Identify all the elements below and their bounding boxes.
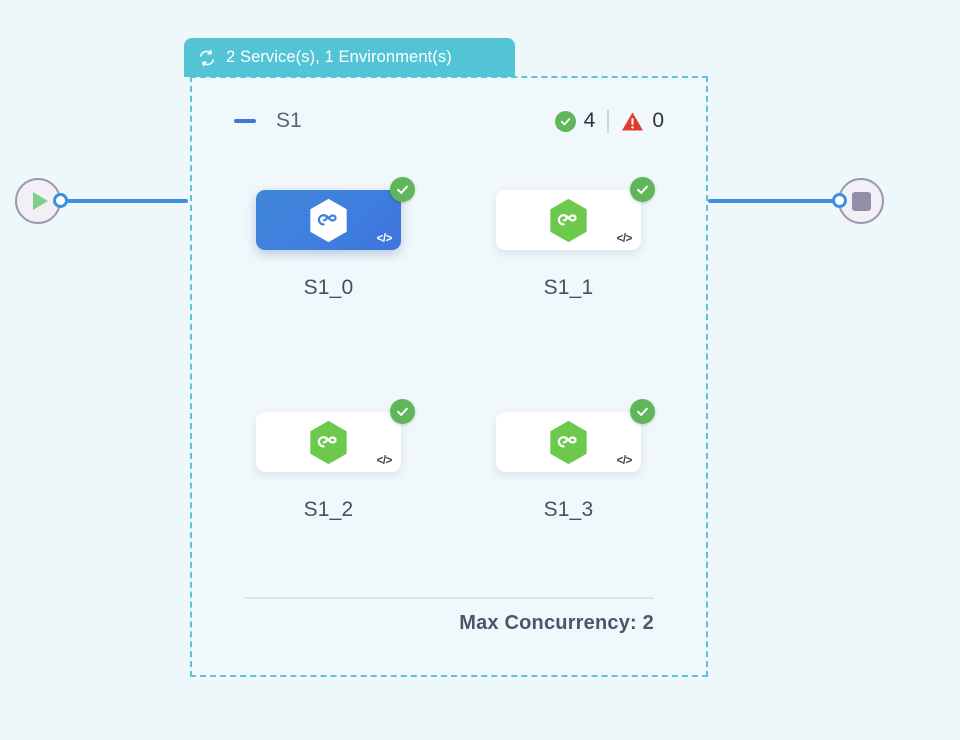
- service-card-cell: </> S1_1: [496, 177, 655, 300]
- status-counters: 4 0: [554, 109, 664, 133]
- service-card-cell: </> S1_3: [496, 399, 655, 522]
- check-circle-icon: [390, 399, 415, 424]
- group-footer-divider: [244, 597, 654, 599]
- service-card-label: S1_3: [543, 498, 594, 521]
- loop-refresh-icon: [197, 48, 217, 68]
- service-card-s1-0[interactable]: </>: [256, 177, 415, 250]
- connector-group-to-stop: [708, 199, 842, 203]
- service-card-cell: </> S1_0: [256, 177, 415, 300]
- code-brackets-icon[interactable]: </>: [616, 455, 633, 467]
- service-hex-icon: [550, 420, 587, 464]
- service-hex-icon: [310, 198, 347, 242]
- code-brackets-icon[interactable]: </>: [616, 233, 633, 245]
- service-card-cell: </> S1_2: [256, 399, 415, 522]
- warning-triangle-icon: [621, 111, 644, 132]
- check-circle-icon: [554, 110, 576, 132]
- start-node-output-port[interactable]: [53, 193, 68, 208]
- service-card-s1-2[interactable]: </>: [256, 399, 415, 472]
- connector-start-to-group: [60, 199, 188, 203]
- service-hex-icon: [310, 420, 347, 464]
- status-error: 0: [621, 109, 664, 133]
- service-group-header[interactable]: 2 Service(s), 1 Environment(s): [184, 38, 515, 77]
- service-card-label: S1_0: [303, 276, 354, 299]
- service-card-label: S1_1: [543, 276, 594, 299]
- check-circle-icon: [390, 177, 415, 202]
- service-group-container: [190, 76, 708, 677]
- max-concurrency-label: Max Concurrency: 2: [459, 612, 654, 634]
- service-card-label: S1_2: [303, 498, 354, 521]
- service-hex-icon: [550, 198, 587, 242]
- status-success: 4: [554, 109, 596, 133]
- check-circle-icon: [630, 177, 655, 202]
- check-circle-icon: [630, 399, 655, 424]
- code-brackets-icon[interactable]: </>: [376, 455, 393, 467]
- code-brackets-icon[interactable]: </>: [376, 233, 393, 245]
- status-success-count: 4: [583, 109, 596, 132]
- service-group-toolbar: S1 4 0: [234, 104, 664, 138]
- stop-node-input-port[interactable]: [832, 193, 847, 208]
- status-divider: [607, 109, 610, 133]
- service-group-name: S1: [276, 109, 302, 132]
- service-card-s1-3[interactable]: </>: [496, 399, 655, 472]
- status-error-count: 0: [652, 109, 664, 132]
- play-icon: [33, 192, 48, 210]
- stop-icon: [851, 191, 871, 211]
- service-group-header-label: 2 Service(s), 1 Environment(s): [226, 48, 452, 66]
- minus-collapse-icon[interactable]: [234, 119, 256, 123]
- service-card-s1-1[interactable]: </>: [496, 177, 655, 250]
